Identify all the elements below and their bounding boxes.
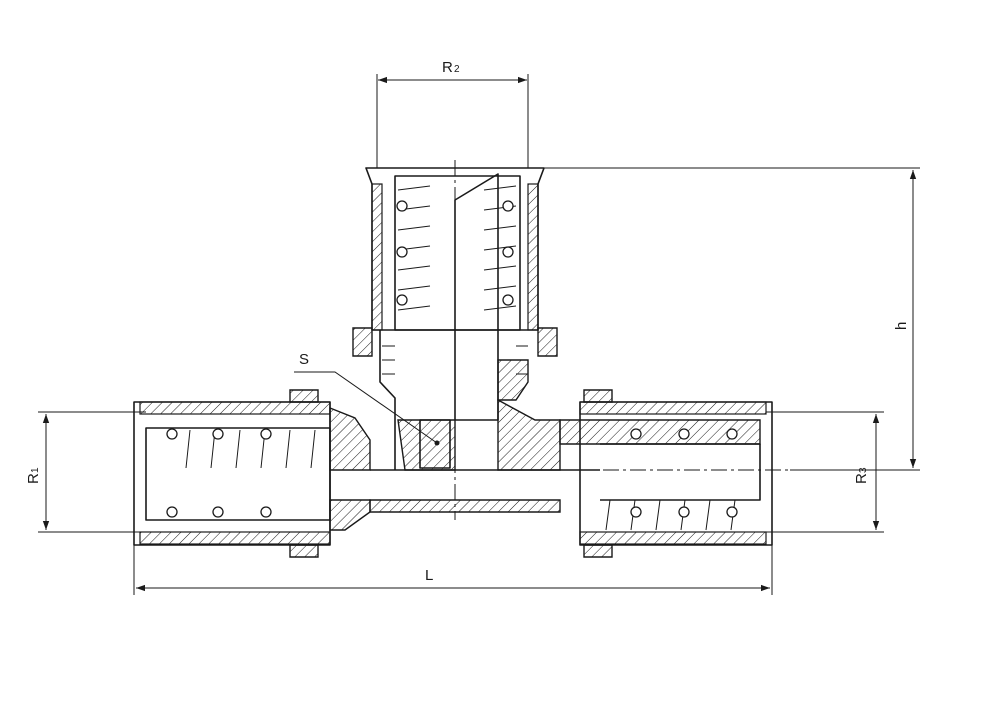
left-oring [260, 506, 272, 518]
dim-label-r3-sub: 3 [858, 467, 869, 473]
right-insert-bore [600, 443, 761, 501]
top-oring [502, 200, 514, 212]
left-oring [212, 506, 224, 518]
top-branch [352, 167, 558, 470]
left-oring [166, 428, 178, 440]
left-oring [212, 428, 224, 440]
dim-label-h: h [893, 322, 910, 330]
top-oring [396, 246, 408, 258]
right-collar-bottom [583, 544, 613, 558]
body-right-shoulder [497, 398, 561, 471]
dim-label-r2-sub: 2 [454, 64, 460, 75]
right-sleeve-wall-bottom [579, 531, 767, 545]
top-neck-right [497, 359, 529, 401]
left-insert [145, 427, 331, 521]
right-branch [559, 389, 773, 558]
top-insert-barbs [397, 185, 517, 311]
dim-label-r1: R [25, 473, 42, 484]
left-sleeve-wall-bottom [139, 531, 331, 545]
top-oring [396, 200, 408, 212]
dimension-l: L [133, 545, 773, 595]
left-branch [133, 389, 371, 558]
dim-label-r1-sub: 1 [30, 467, 41, 473]
left-sleeve-wall-top [139, 401, 331, 415]
top-insert-outline [394, 175, 521, 331]
left-oring [166, 506, 178, 518]
dim-label-r2: R [442, 59, 453, 76]
dimension-r2: R 2 [376, 59, 529, 168]
top-oring [396, 294, 408, 306]
dimension-h: h [544, 167, 920, 471]
right-oring [726, 428, 738, 440]
marker-box [419, 419, 451, 469]
top-oring [502, 294, 514, 306]
left-transition-top [329, 406, 371, 471]
dim-label-r3: R [853, 473, 870, 484]
left-collar-bottom [289, 544, 319, 558]
left-collar-top [289, 389, 319, 403]
dimension-r3: R 3 [766, 411, 884, 533]
leader-s: S [294, 351, 440, 446]
left-sleeve-outline [133, 401, 331, 546]
right-collar-top [583, 389, 613, 403]
left-oring [260, 428, 272, 440]
top-collar-left [352, 327, 373, 357]
right-oring [678, 428, 690, 440]
top-sleeve-wall-right [527, 183, 539, 331]
right-oring [678, 506, 690, 518]
right-oring [630, 428, 642, 440]
top-oring [502, 246, 514, 258]
right-oring [630, 506, 642, 518]
body-bottom-wall [369, 499, 561, 513]
right-sleeve-wall-top [579, 401, 767, 415]
top-collar-right [537, 327, 558, 357]
left-transition-bottom [329, 499, 371, 531]
top-neck-left [379, 330, 396, 470]
right-oring [726, 506, 738, 518]
top-sleeve-wall-left [371, 183, 383, 331]
main-body [369, 398, 600, 513]
dim-label-l: L [425, 567, 433, 584]
top-bore [454, 173, 499, 421]
leader-label-s: S [299, 351, 309, 368]
dimension-r1: R 1 [25, 411, 146, 533]
body-left-shoulder [397, 419, 456, 471]
